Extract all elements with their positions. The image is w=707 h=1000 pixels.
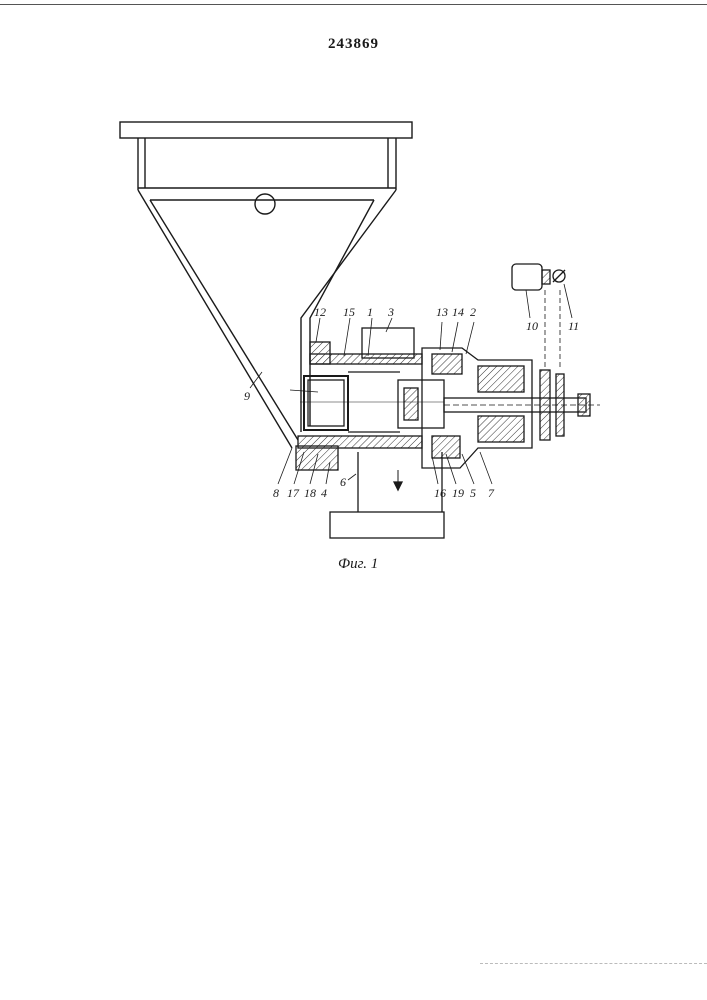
hopper-flange bbox=[120, 122, 412, 138]
housing bbox=[290, 328, 600, 538]
callout-8: 8 bbox=[273, 486, 279, 500]
callout-5: 5 bbox=[470, 486, 476, 500]
callout-12: 12 bbox=[314, 305, 326, 319]
callout-13: 13 bbox=[436, 305, 448, 319]
callout-18: 18 bbox=[304, 486, 316, 500]
callout-17: 17 bbox=[287, 486, 300, 500]
callout-14: 14 bbox=[452, 305, 464, 319]
callout-4: 4 bbox=[321, 486, 327, 500]
callout-6: 6 bbox=[340, 475, 346, 489]
callout-15: 15 bbox=[343, 305, 355, 319]
callout-2: 2 bbox=[470, 305, 476, 319]
motor-10 bbox=[512, 264, 542, 290]
figure-caption: Фиг. 1 bbox=[338, 556, 378, 573]
callout-3: 3 bbox=[387, 305, 394, 319]
sight-glass bbox=[255, 194, 275, 214]
callout-19: 19 bbox=[452, 486, 464, 500]
callout-10: 10 bbox=[526, 319, 538, 333]
callout-1: 1 bbox=[367, 305, 373, 319]
callout-7: 7 bbox=[488, 486, 495, 500]
callout-9: 9 bbox=[244, 389, 250, 403]
callout-16: 16 bbox=[434, 486, 446, 500]
motor-assembly bbox=[512, 264, 565, 368]
bottom-rule bbox=[480, 963, 707, 964]
callout-11: 11 bbox=[568, 319, 579, 333]
hopper bbox=[120, 122, 412, 448]
